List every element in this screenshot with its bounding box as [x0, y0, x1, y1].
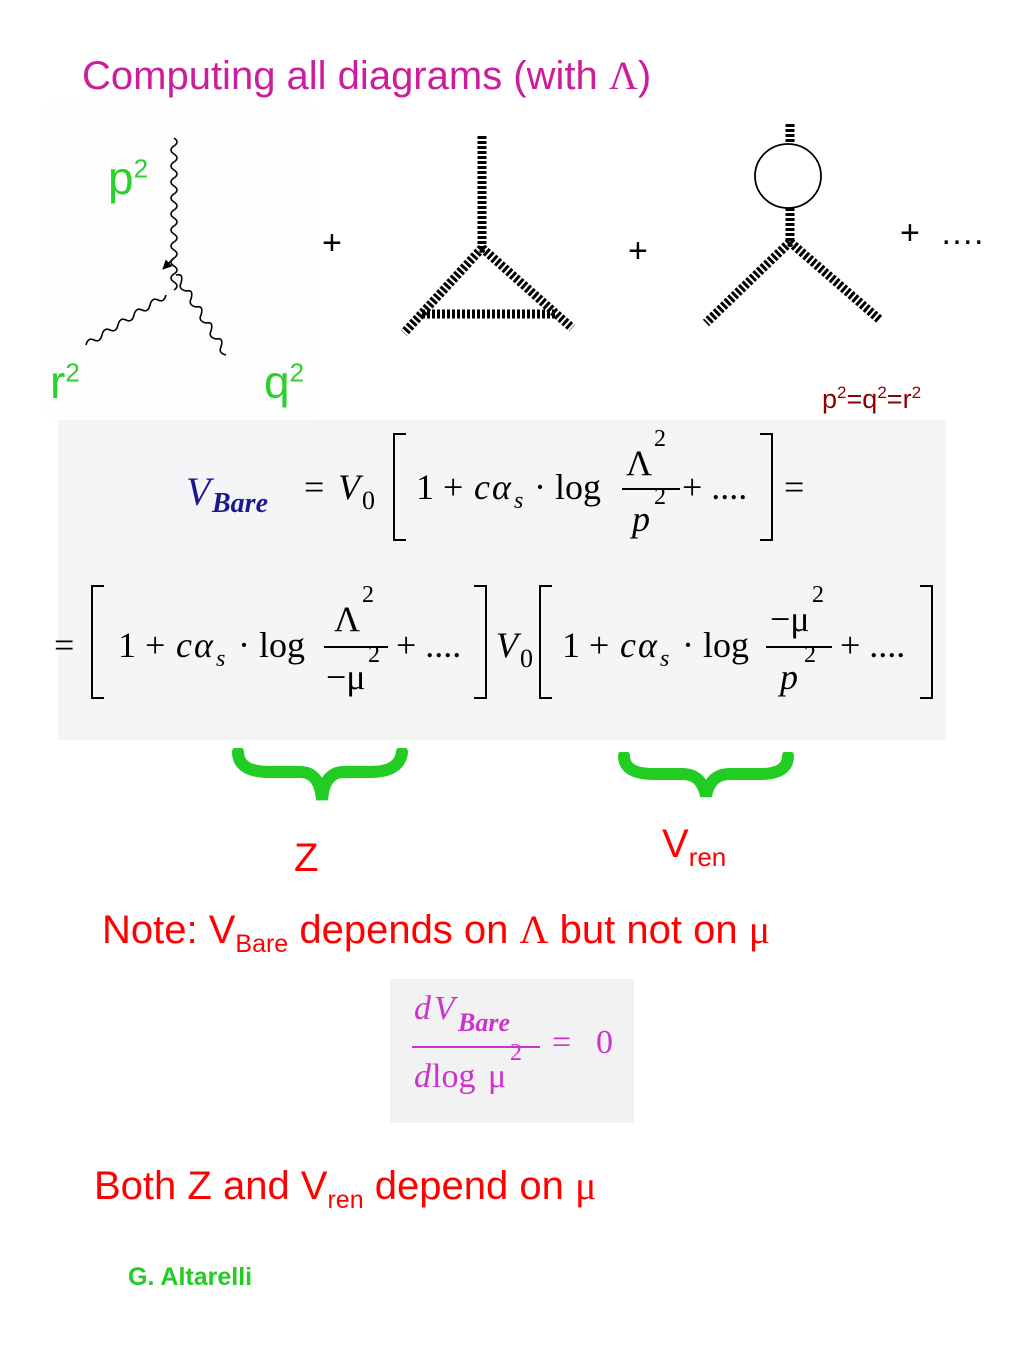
- both-line: Both Z and Vren depend on μ: [94, 1163, 597, 1214]
- gluon-vertex-figure: p2 r2 q2: [46, 103, 314, 418]
- momentum-condition: p2=q2=r2: [822, 383, 922, 414]
- label-r2: r2: [50, 356, 80, 408]
- brace-z: [232, 748, 408, 801]
- note-line: Note: VBare depends on Λ but not on μ: [102, 907, 771, 958]
- derivative-panel: [390, 979, 634, 1123]
- label-p2: p2: [108, 152, 149, 204]
- plus-2: +: [628, 232, 648, 270]
- gluon-line-top: [170, 137, 178, 291]
- triangle-loop-diagram: [400, 136, 575, 337]
- self-energy-diagram: [702, 124, 883, 327]
- slide-title: Computing all diagrams (with Λ): [82, 53, 652, 98]
- equations-panel: [58, 420, 946, 740]
- plus-3: +: [900, 214, 920, 252]
- author: G. Altarelli: [128, 1263, 253, 1291]
- equation-vbare: V Bare = V 0 1 + c α s · log Λ 2 p 2 + .…: [186, 426, 805, 541]
- gluon-vertex-lines: [85, 137, 227, 356]
- label-q2: q2: [264, 356, 305, 408]
- label-vren: Vren: [662, 822, 727, 872]
- equation-factorized: = 1 + c α s · log Λ 2 −μ 2 + .... V 0 1 …: [54, 582, 944, 714]
- label-z: Z: [294, 836, 319, 880]
- ellipsis: ….: [940, 214, 984, 252]
- brace-vren: [618, 752, 794, 798]
- gluon-line-left: [85, 294, 167, 346]
- equation-derivative: d V Bare d log μ 2 = 0: [412, 990, 613, 1095]
- gluon-line-right: [175, 273, 227, 356]
- plus-1: +: [322, 224, 342, 262]
